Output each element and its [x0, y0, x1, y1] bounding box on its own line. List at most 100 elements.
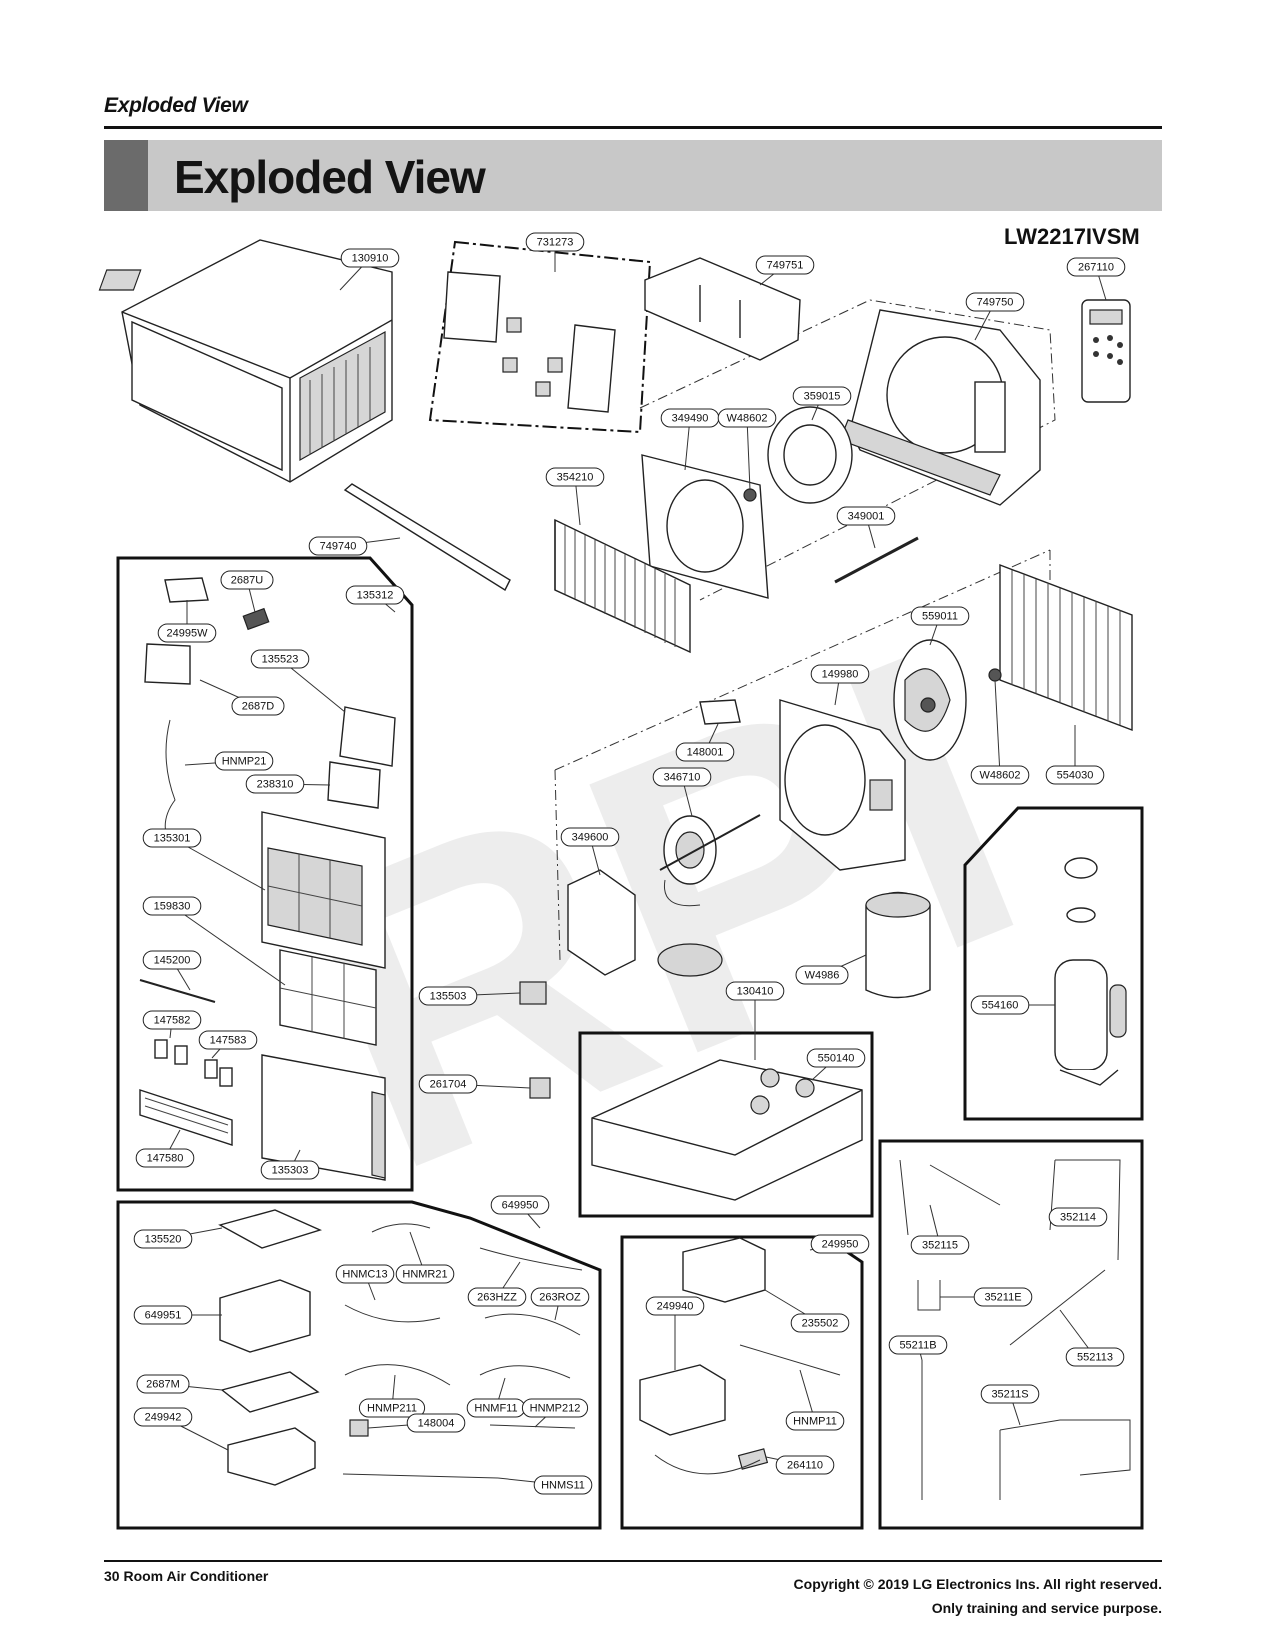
callout-label: 2687D — [242, 701, 274, 713]
cable-hnmr21-part — [371, 1223, 431, 1233]
callout-35211e: 35211E — [973, 1287, 1033, 1307]
callout-bubble — [795, 965, 849, 985]
callout-label: 159830 — [154, 901, 191, 913]
pipe-352115-part — [899, 1159, 1001, 1236]
callout-24995w: 24995W — [157, 623, 217, 643]
callout-bubble — [231, 696, 285, 716]
callout-bubble — [198, 1030, 258, 1050]
callout-label: 2687M — [146, 1379, 180, 1391]
callout-bubble — [142, 828, 202, 848]
callout-2687d: 2687D — [231, 696, 285, 716]
callout-bubble — [157, 623, 217, 643]
callout-bubble — [910, 1235, 970, 1255]
callout-649950: 649950 — [490, 1195, 550, 1215]
callout-352115: 352115 — [910, 1235, 970, 1255]
callout-249942: 249942 — [133, 1407, 193, 1427]
callout-bubble — [1065, 1347, 1125, 1367]
cable-hnmp211-part — [344, 1364, 451, 1386]
control-bracket-part — [164, 577, 209, 603]
callout-label: 135301 — [154, 833, 191, 845]
callout-135503: 135503 — [418, 986, 478, 1006]
callout-bubble — [545, 467, 605, 487]
callout-263roz: 263ROZ — [530, 1287, 590, 1307]
callout-label: 147583 — [210, 1035, 247, 1047]
cable-hnmp212-part — [489, 1424, 576, 1429]
callout-label: 249940 — [657, 1301, 694, 1313]
callout-bubble — [142, 896, 202, 916]
callout-label: 249950 — [822, 1239, 859, 1251]
callout-label: 263ROZ — [539, 1292, 581, 1304]
callout-264110: 264110 — [775, 1455, 835, 1475]
fan-shroud-part — [779, 699, 906, 871]
callout-bubble — [810, 664, 870, 684]
louver-clips-part — [154, 1039, 233, 1087]
terminal-part — [529, 1077, 551, 1099]
callout-bubble — [142, 1010, 202, 1030]
callout-bubble — [260, 1160, 320, 1180]
callout-label: W48602 — [980, 770, 1021, 782]
callout-148001: 148001 — [675, 742, 735, 762]
callout-261704: 261704 — [418, 1074, 478, 1094]
callout-bubble — [220, 570, 274, 590]
callout-label: 552113 — [1077, 1352, 1113, 1364]
callout-label: 550140 — [818, 1053, 855, 1065]
callout-bubble — [308, 536, 368, 556]
callout-label: 346710 — [664, 772, 701, 784]
capacitor-part — [519, 981, 547, 1005]
shaft-part — [834, 536, 919, 584]
callout-bubble — [406, 1413, 466, 1433]
callout-2687u: 2687U — [220, 570, 274, 590]
callout-bubble — [1066, 257, 1126, 277]
callout-bubble — [775, 1455, 835, 1475]
callout-label: HNMS11 — [541, 1480, 585, 1492]
electrical-box-part — [639, 1364, 726, 1436]
cable-hnms11-part — [342, 1473, 499, 1479]
callout-bubble — [836, 506, 896, 526]
display-cover-part — [339, 706, 396, 767]
insulation-part — [865, 891, 931, 999]
control-box-part — [219, 1279, 311, 1353]
callout-159830: 159830 — [142, 896, 202, 916]
callout-bubble — [245, 774, 305, 794]
callout-349600: 349600 — [560, 827, 620, 847]
remote-control-part — [1081, 299, 1131, 403]
harness-part — [164, 719, 176, 841]
callout-label: 148004 — [418, 1418, 455, 1430]
callout-bubble — [755, 255, 815, 275]
callout-bubble — [1048, 1207, 1108, 1227]
callout-bubble — [135, 1148, 195, 1168]
section-label: Exploded View — [104, 94, 248, 117]
callout-label: 749750 — [977, 297, 1014, 309]
callout-label: 235502 — [802, 1318, 839, 1330]
motor-mount-part — [567, 869, 636, 976]
callout-249940: 249940 — [645, 1296, 705, 1316]
grille-assembly-outline — [428, 240, 652, 434]
callout-bubble — [395, 1264, 455, 1284]
callout-bubble — [717, 408, 777, 428]
callout-w4986: W4986 — [795, 965, 849, 985]
callout-label: 135303 — [272, 1165, 309, 1177]
cable-hnmp11-part — [739, 1344, 841, 1376]
callout-label: 261704 — [430, 1079, 467, 1091]
air-filter-part — [279, 949, 377, 1046]
base-pan-part — [591, 1059, 863, 1201]
fan-motor-part — [659, 814, 761, 907]
callout-label: 349001 — [848, 511, 885, 523]
callout-bubble — [521, 1398, 589, 1418]
callout-bubble — [675, 742, 735, 762]
callout-bubble — [530, 1287, 590, 1307]
rail-part — [343, 483, 511, 592]
callout-label: 554030 — [1057, 770, 1094, 782]
callout-749751: 749751 — [755, 255, 815, 275]
mount-plate-part — [657, 943, 723, 977]
callout-130410: 130410 — [725, 981, 785, 1001]
louver-part — [139, 1089, 233, 1146]
front-grille-part — [261, 811, 386, 969]
callout-267110: 267110 — [1066, 257, 1126, 277]
leader-line — [746, 417, 751, 491]
callout-bubble — [560, 827, 620, 847]
washer-part — [988, 668, 1002, 682]
callout-label: 749751 — [767, 260, 804, 272]
callout-w48602: W48602 — [717, 408, 777, 428]
